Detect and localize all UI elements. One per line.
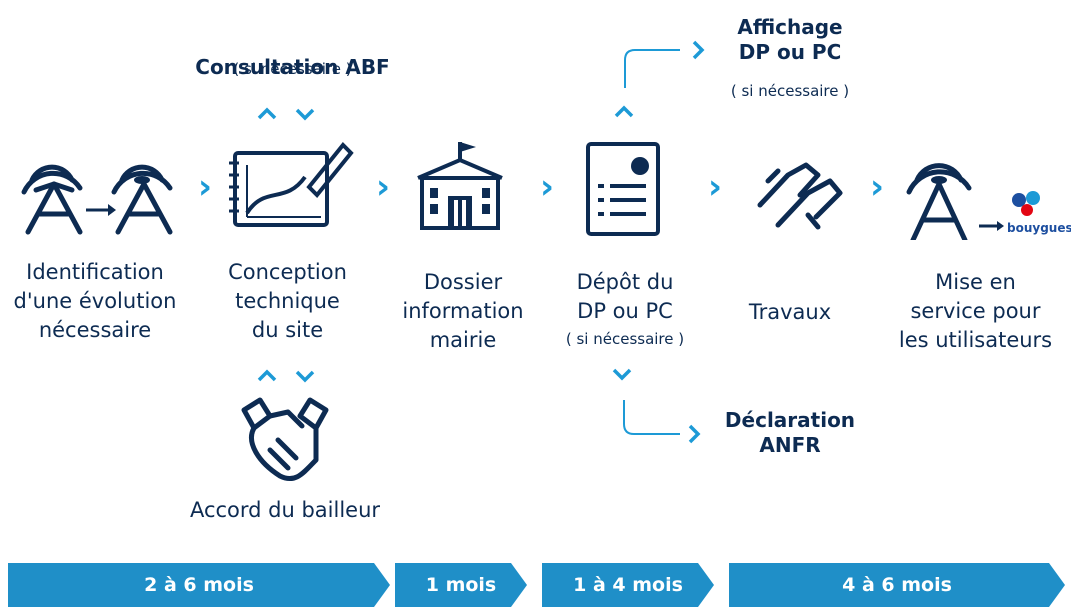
chevron-right-icon: › [376, 167, 391, 207]
step-travaux: Travaux [748, 300, 832, 324]
branch-up-connector-icon [614, 40, 705, 118]
antenna-evolution-icon [21, 164, 173, 235]
declaration-anfr-label: Déclaration ANFR [724, 408, 856, 457]
consultation-abf-label: Consultation ABF [170, 30, 415, 80]
handshake-icon [241, 397, 329, 482]
chevron-right-icon: › [540, 167, 555, 207]
bouygues-logo-text: bouygues [1007, 221, 1071, 235]
duration-bar-4: 4 à 6 mois [729, 563, 1065, 607]
branch-down-connector-icon [612, 368, 701, 444]
step-dossier: Dossier information mairie [402, 270, 524, 352]
affichage-label: Affichage DP ou PC [737, 15, 843, 64]
duration-bar-2: 1 mois [395, 563, 527, 607]
handshake-work-icon [757, 162, 843, 230]
step-identification: Identification d'une évolution nécessair… [13, 260, 177, 342]
document-icon [586, 142, 660, 236]
chevron-right-icon: › [198, 167, 213, 207]
duration-text-3: 1 à 4 mois [573, 574, 683, 596]
up-down-chevrons-icon [257, 369, 315, 383]
drawing-tablet-icon [229, 142, 354, 227]
consultation-note: ( si nécessaire ) [233, 60, 352, 78]
duration-text-1: 2 à 6 mois [144, 574, 254, 596]
step-mise-en-service: Mise en service pour les utilisateurs [898, 270, 1053, 352]
duration-text-4: 4 à 6 mois [842, 574, 952, 596]
depot-note: ( si nécessaire ) [565, 330, 685, 348]
duration-bar-3: 1 à 4 mois [542, 563, 714, 607]
antenna-service-icon: bouygues [906, 163, 1071, 240]
chevron-right-icon: › [870, 167, 885, 207]
duration-bar-1: 2 à 6 mois [8, 563, 390, 607]
chevron-right-icon: › [708, 167, 723, 207]
affichage-note: ( si nécessaire ) [730, 82, 850, 100]
step-conception: Conception technique du site [228, 260, 347, 342]
town-hall-icon [417, 142, 503, 230]
consultation-abf-text: Consultation ABF [195, 55, 390, 79]
step-depot: Dépôt du DP ou PC [576, 270, 674, 323]
duration-text-2: 1 mois [425, 574, 497, 596]
up-down-chevrons-icon [257, 107, 315, 121]
accord-label: Accord du bailleur [189, 498, 381, 522]
